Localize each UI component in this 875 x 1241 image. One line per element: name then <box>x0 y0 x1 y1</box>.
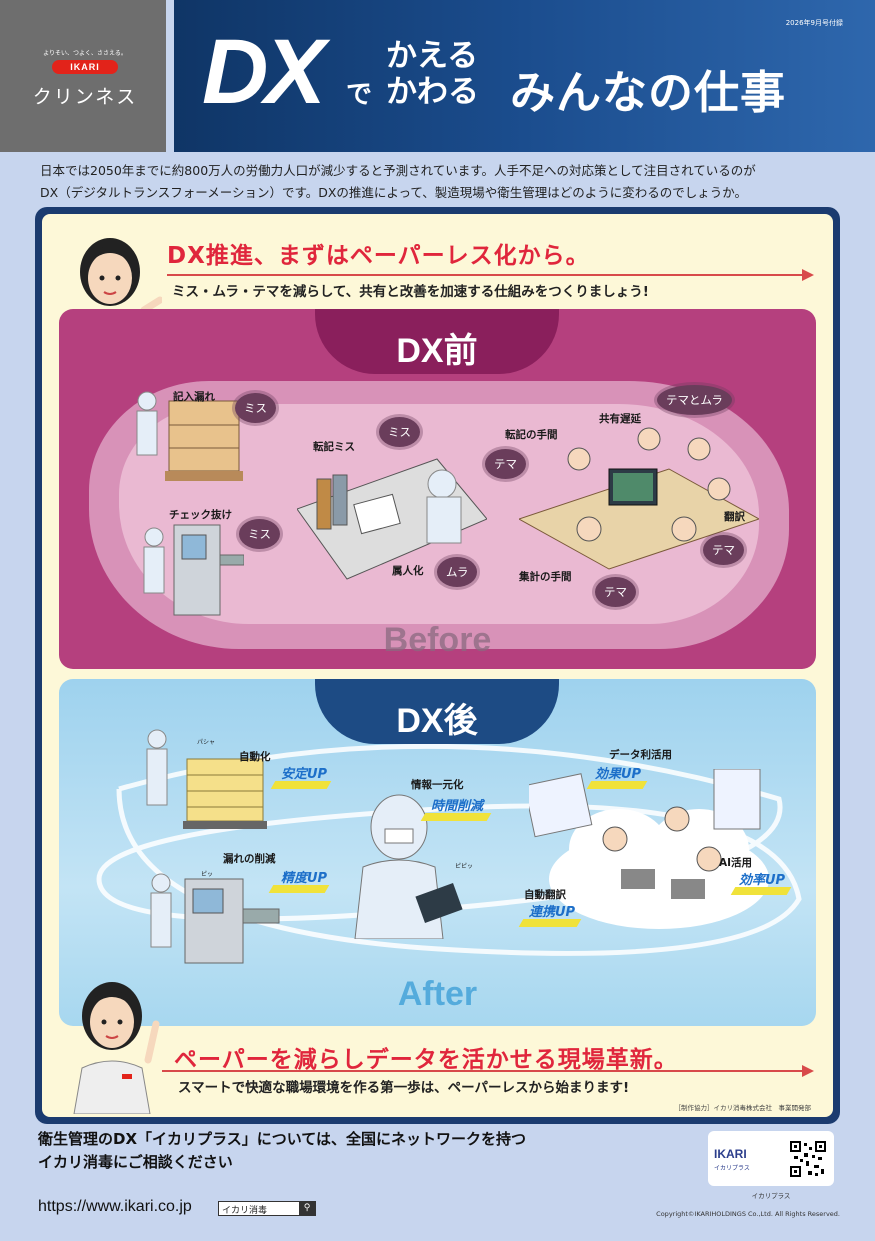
after-worker-tablet-illustration <box>354 794 463 939</box>
ribbon-koka <box>586 781 648 789</box>
before-tab-label: DX前 <box>396 332 478 370</box>
label-jidoka: 自動化 <box>239 751 271 763</box>
before-machine-illustration <box>143 524 244 616</box>
sfx-pi: ピッ <box>201 871 214 878</box>
top-arrow <box>167 269 814 281</box>
bottom-message-subtitle: スマートで快適な職場環境を作る第一歩は、ペーパーレスから始まります! <box>178 1080 630 1096</box>
label-ai-katsuyo: AI活用 <box>719 857 753 869</box>
bubble-tema-2: テマ <box>595 577 636 607</box>
label-honyaku: 翻訳 <box>724 511 745 523</box>
sfx-pipi: ピピッ <box>455 863 474 870</box>
label-kinyu-more: 記入漏れ <box>173 391 215 403</box>
bottom-arrow <box>162 1065 814 1077</box>
before-boxes-illustration <box>136 391 243 481</box>
label-tenki-tema: 転記の手間 <box>505 429 558 441</box>
up-koka: 効果UP <box>595 767 642 782</box>
bubble-miss-3: ミス <box>379 417 420 447</box>
top-message-subtitle: ミス・ムラ・テマを減らして、共有と改善を加速する仕組みをつくりましょう! <box>172 284 649 300</box>
ikari-plus-badge[interactable]: IKARI イカリプラス <box>708 1131 834 1186</box>
before-tab: DX前 <box>315 309 559 374</box>
footer-consult-text: 衛生管理のDX「イカリプラス」については、全国にネットワークを持つ イカリ消毒に… <box>38 1128 526 1174</box>
search-icon[interactable]: ⚲ <box>299 1202 315 1215</box>
qr-code-icon[interactable] <box>788 1139 828 1179</box>
title-de: で <box>346 80 373 110</box>
credit-line: ［制作協力］イカリ消毒株式会社 事業開発部 <box>674 1104 812 1112</box>
label-jido-honyaku: 自動翻訳 <box>524 889 566 901</box>
after-loop-lines <box>96 743 802 956</box>
search-input[interactable]: イカリ消毒 <box>222 1206 268 1216</box>
label-data-rikatsuyo: データ利活用 <box>609 749 672 761</box>
label-more-sakugen: 漏れの削減 <box>223 853 276 865</box>
top-message-title: DX推進、まずはペーパーレス化から。 <box>167 243 590 269</box>
title-band: 2026年9月号付録 DX で かえる かわる みんなの仕事 <box>174 0 875 152</box>
label-joho-ichigenka: 情報一元化 <box>411 779 464 791</box>
after-cloud-illustration <box>529 769 769 929</box>
after-word: After <box>397 975 478 1013</box>
brand-name: クリンネス <box>32 86 138 108</box>
title-kawaru: かわる <box>386 74 479 110</box>
bottom-message-title: ペーパーを減らしデータを活かせる現場革新。 <box>174 1047 678 1073</box>
ribbon-koritsu <box>730 887 792 895</box>
bubble-tema-mura: テマとムラ <box>657 385 732 415</box>
copyright: Copyright©IKARIHOLDINGS Co.,Ltd. All Rig… <box>656 1210 840 1218</box>
badge-caption: イカリプラス <box>751 1192 791 1200</box>
footer-line-2: イカリ消毒にご相談ください <box>38 1153 233 1171</box>
bubble-miss-1: ミス <box>235 393 276 423</box>
up-seido: 精度UP <box>281 871 328 886</box>
ribbon-jikan <box>420 813 492 821</box>
header: よりそい、つよく、ささえる。 IKARI クリンネス 2026年9月号付録 DX… <box>0 0 875 152</box>
after-trays-illustration <box>146 729 267 829</box>
title-rest: みんなの仕事 <box>510 66 787 119</box>
ribbon-seido <box>268 885 330 893</box>
after-machine-illustration <box>150 873 280 964</box>
sfx-pasha: パシャ <box>197 739 216 746</box>
intro-line-1: 日本では2050年までに約800万人の労働力人口が減少すると予測されています。人… <box>40 163 756 178</box>
badge-logo: IKARI <box>714 1147 747 1161</box>
label-check-nuke: チェック抜け <box>169 509 232 521</box>
before-office-illustration <box>519 427 759 570</box>
ribbon-renkei <box>518 919 582 927</box>
label-tenki-miss: 転記ミス <box>313 441 355 453</box>
main-frame: DX推進、まずはペーパーレス化から。 ミス・ムラ・テマを減らして、共有と改善を加… <box>35 207 840 1124</box>
title-dx: DX <box>202 21 326 123</box>
intro-line-2: DX（デジタルトランスフォーメーション）です。DXの推進によって、製造現場や衛生… <box>40 185 748 200</box>
up-koritsu: 効率UP <box>739 873 786 888</box>
website-link[interactable]: https://www.ikari.co.jp <box>38 1198 192 1215</box>
badge-sub: イカリプラス <box>714 1165 750 1172</box>
label-kyoyu-chien: 共有遅延 <box>599 413 641 425</box>
after-panel: DX後 <box>59 679 816 1026</box>
label-zokujinka: 属人化 <box>392 565 424 577</box>
intro-text: 日本では2050年までに約800万人の労働力人口が減少すると予測されています。人… <box>40 160 840 204</box>
brand-tagline: よりそい、つよく、ささえる。 <box>43 50 127 57</box>
bubble-miss-2: ミス <box>239 519 280 549</box>
footer-line-1: 衛生管理のDX「イカリプラス」については、全国にネットワークを持つ <box>38 1130 526 1148</box>
after-tab: DX後 <box>315 679 559 744</box>
ikari-logo: IKARI <box>52 60 118 74</box>
issue-label: 2026年9月号付録 <box>785 19 843 27</box>
main-inner: DX推進、まずはペーパーレス化から。 ミス・ムラ・テマを減らして、共有と改善を加… <box>42 214 833 1117</box>
brand-box: よりそい、つよく、ささえる。 IKARI クリンネス <box>0 0 170 152</box>
bubble-mura: ムラ <box>437 557 478 587</box>
presenter-bottom-illustration <box>73 982 160 1114</box>
bubble-tema-3: テマ <box>703 535 744 565</box>
up-jikan: 時間削減 <box>431 799 484 814</box>
up-antei: 安定UP <box>281 767 328 782</box>
title-kaeru: かえる <box>386 38 479 74</box>
before-panel: DX前 <box>59 309 816 669</box>
label-shukei-tema: 集計の手間 <box>519 571 572 583</box>
before-word: Before <box>383 621 492 659</box>
search-box[interactable]: イカリ消毒 ⚲ <box>218 1201 316 1216</box>
before-desk-illustration <box>297 458 487 580</box>
up-renkei: 連携UP <box>529 905 576 920</box>
bubble-tema-1: テマ <box>485 449 526 479</box>
after-tab-label: DX後 <box>396 702 478 740</box>
ribbon-antei <box>270 781 332 789</box>
